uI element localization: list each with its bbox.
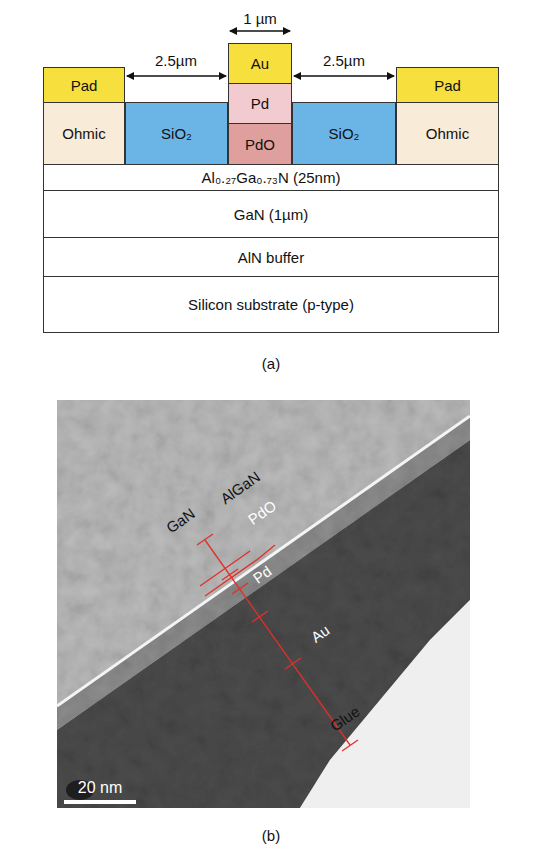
layer-box: Al₀.₂₇Ga₀.₇₃N (25nm) — [43, 164, 499, 191]
layer-label: Pd — [251, 95, 269, 112]
layer-label: Pad — [434, 77, 461, 94]
layer-label: Pad — [71, 77, 98, 94]
dimension-arrow — [230, 30, 290, 32]
layer-label: PdO — [245, 136, 275, 153]
dimension-arrow — [294, 75, 394, 77]
panel-label: (a) — [262, 356, 280, 371]
layer-label: SiO₂ — [161, 125, 192, 142]
layer-label: Au — [251, 55, 269, 72]
tem-micrograph — [57, 400, 470, 808]
layer-label: Al₀.₂₇Ga₀.₇₃N (25nm) — [202, 169, 341, 186]
layer-label: SiO₂ — [329, 125, 360, 142]
layer-label: AlN buffer — [238, 249, 304, 266]
layer-label: Ohmic — [62, 125, 105, 142]
layer-box: PdO — [228, 123, 292, 165]
layer-label: GaN (1µm) — [234, 206, 308, 223]
layer-box: Silicon substrate (p-type) — [43, 276, 499, 333]
layer-box: SiO₂ — [125, 102, 228, 165]
panel-label: (b) — [262, 828, 280, 843]
layer-box: Pd — [228, 83, 292, 124]
scale-bar-label: 20 nm — [78, 780, 122, 796]
layer-box: Au — [228, 43, 292, 84]
layer-box: Ohmic — [43, 102, 125, 165]
layer-box: Pad — [43, 67, 125, 103]
layer-box: Ohmic — [396, 102, 499, 165]
layer-box: AlN buffer — [43, 237, 499, 277]
layer-label: Ohmic — [426, 125, 469, 142]
dimension-label: 2.5µm — [323, 53, 365, 68]
layer-label: Silicon substrate (p-type) — [188, 296, 354, 313]
dimension-label: 1 µm — [243, 11, 277, 26]
dimension-label: 2.5µm — [155, 53, 197, 68]
layer-box: Pad — [396, 67, 499, 103]
layer-box: GaN (1µm) — [43, 190, 499, 238]
dimension-arrow — [127, 75, 226, 77]
layer-box: SiO₂ — [292, 102, 396, 165]
